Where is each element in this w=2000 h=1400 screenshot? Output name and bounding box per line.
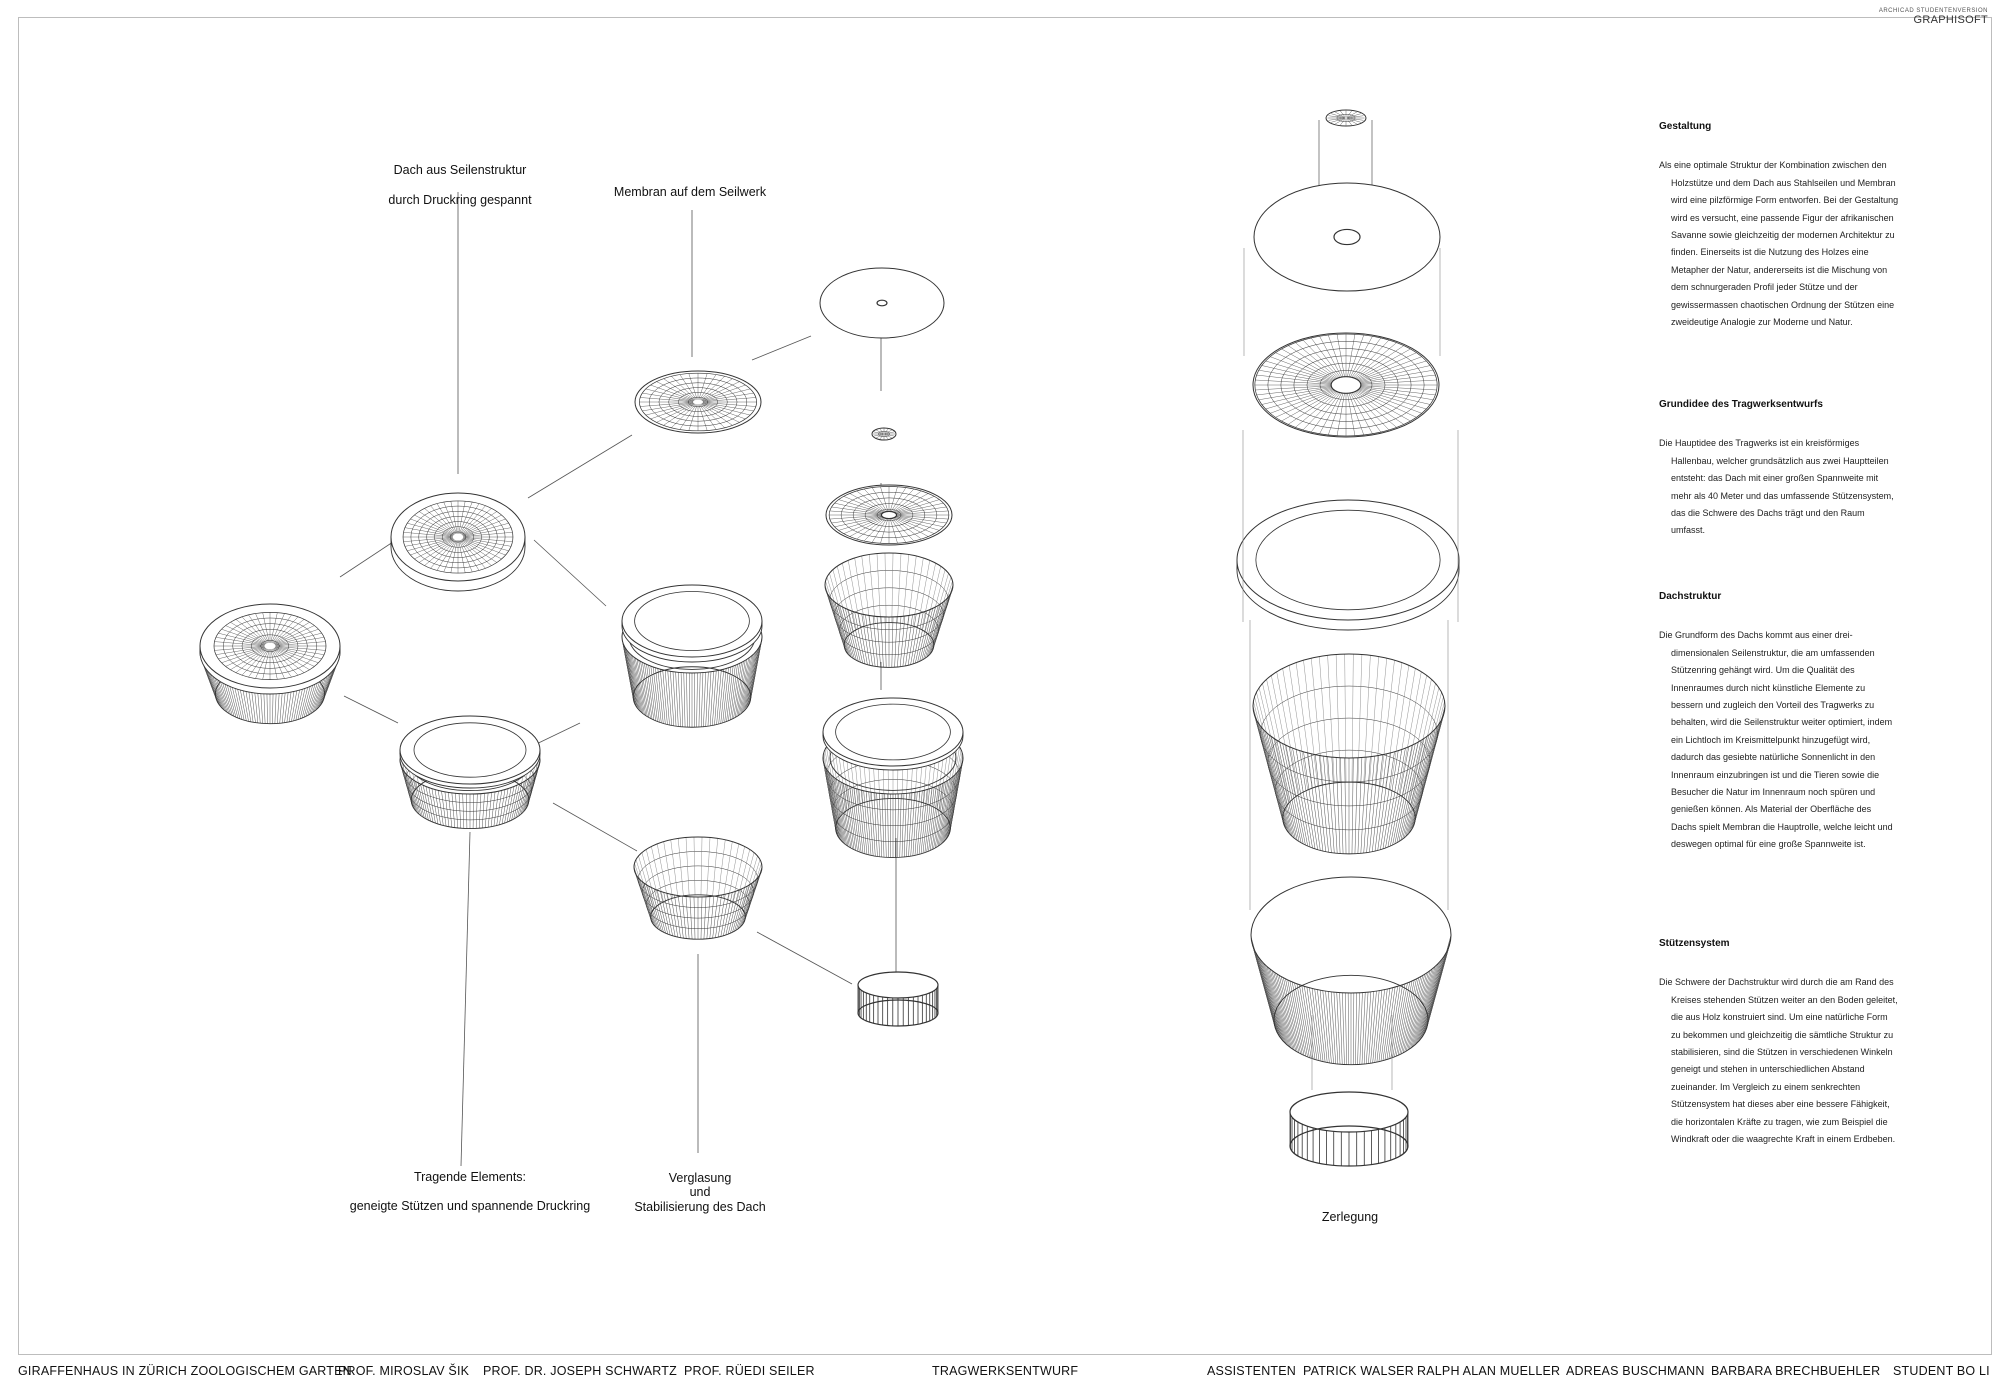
- section-stuetzensystem: Stützensystem Die Schwere der Dachstrukt…: [1659, 935, 1899, 1148]
- exploded-membrane: [1253, 182, 1441, 292]
- footer-assistant-1: PATRICK WALSER: [1303, 1364, 1414, 1378]
- footer-project: GIRAFFENHAUS IN ZÜRICH ZOOLOGISCHEM GART…: [18, 1364, 352, 1378]
- exploded-columns: [1250, 876, 1452, 1066]
- label-glazing-line1: Verglasung: [668, 1171, 732, 1185]
- exploded-rope-bowl: [1252, 653, 1446, 855]
- membrane-disc: [819, 267, 945, 339]
- base-ring-small: [857, 971, 939, 1027]
- section-text: Die Grundform des Dachs kommt aus einer …: [1659, 630, 1893, 850]
- rope-bowl: [824, 552, 954, 668]
- lightring-small: [871, 427, 897, 441]
- footer-course: TRAGWERKSENTWURF: [932, 1364, 1079, 1378]
- footer-prof-1: PROF. MIROSLAV ŠIK: [338, 1364, 470, 1378]
- footer-assistant-3: ADREAS BUSCHMANN: [1566, 1364, 1705, 1378]
- footer-prof-2: PROF. DR. JOSEPH SCHWARTZ: [483, 1364, 677, 1378]
- stamp-logo: GRAPHISOFT: [1913, 14, 1988, 26]
- footer-assistant-2: RALPH ALAN MUELLER: [1417, 1364, 1561, 1378]
- label-exploded: Zerlegung: [1321, 1210, 1379, 1224]
- footer-assistants: ASSISTENTEN: [1207, 1364, 1297, 1378]
- label-membrane: Membran auf dem Seilwerk: [613, 185, 767, 199]
- roof-disc-complete: [390, 492, 526, 592]
- exploded-lightring: [1325, 109, 1367, 127]
- exploded-rope-net: [1252, 332, 1440, 438]
- footer-assistant-4: BARBARA BRECHBUEHLER: [1711, 1364, 1881, 1378]
- glazing-bowl-mid: [633, 836, 763, 940]
- label-elements-line2: geneigte Stützen und spannende Druckring: [349, 1199, 591, 1213]
- label-roof-line2: durch Druckring gespannt: [388, 193, 532, 207]
- roof-cap-left: [199, 603, 341, 695]
- exploded-base-ring: [1289, 1091, 1409, 1167]
- assembled-ring: [822, 697, 964, 771]
- section-gestaltung: Gestaltung Als eine optimale Struktur de…: [1659, 118, 1899, 331]
- rope-net-small: [825, 484, 953, 546]
- section-title: Stützensystem: [1659, 938, 1730, 949]
- label-glazing-line3: Stabilisierung des Dach: [634, 1200, 766, 1214]
- sheet-frame: [18, 17, 1992, 1355]
- section-title: Grundidee des Tragwerksentwurfs: [1659, 399, 1823, 410]
- section-text: Als eine optimale Struktur der Kombinati…: [1659, 160, 1899, 328]
- title-block: GIRAFFENHAUS IN ZÜRICH ZOOLOGISCHEM GART…: [18, 1364, 1992, 1384]
- columns-and-ring: [621, 600, 763, 728]
- connector-lines: [339, 192, 897, 1167]
- label-roof-line1: Dach aus Seilenstruktur: [393, 163, 527, 177]
- section-grundidee: Grundidee des Tragwerksentwurfs Die Haup…: [1659, 396, 1899, 540]
- section-title: Gestaltung: [1659, 121, 1712, 132]
- label-glazing-line2: und: [689, 1185, 711, 1199]
- rope-structure-disc: [634, 370, 762, 434]
- footer-student: STUDENT BO LI: [1893, 1364, 1990, 1378]
- section-text: Die Schwere der Dachstruktur wird durch …: [1659, 977, 1898, 1145]
- exploded-compression-ring: [1236, 499, 1460, 631]
- label-elements-line1: Tragende Elements:: [413, 1170, 527, 1184]
- compression-ring-mid: [621, 584, 763, 663]
- section-title: Dachstruktur: [1659, 591, 1722, 602]
- footer-prof-3: PROF. RÜEDI SEILER: [684, 1364, 815, 1378]
- section-dachstruktur: Dachstruktur Die Grundform des Dachs kom…: [1659, 588, 1899, 854]
- stamp-version: ARCHICAD STUDENTENVERSION: [1878, 8, 1988, 14]
- software-stamp: ARCHICAD STUDENTENVERSION GRAPHISOFT: [1879, 8, 1988, 26]
- section-text: Die Hauptidee des Tragwerks ist ein krei…: [1659, 438, 1894, 536]
- compression-ring-top: [399, 715, 541, 789]
